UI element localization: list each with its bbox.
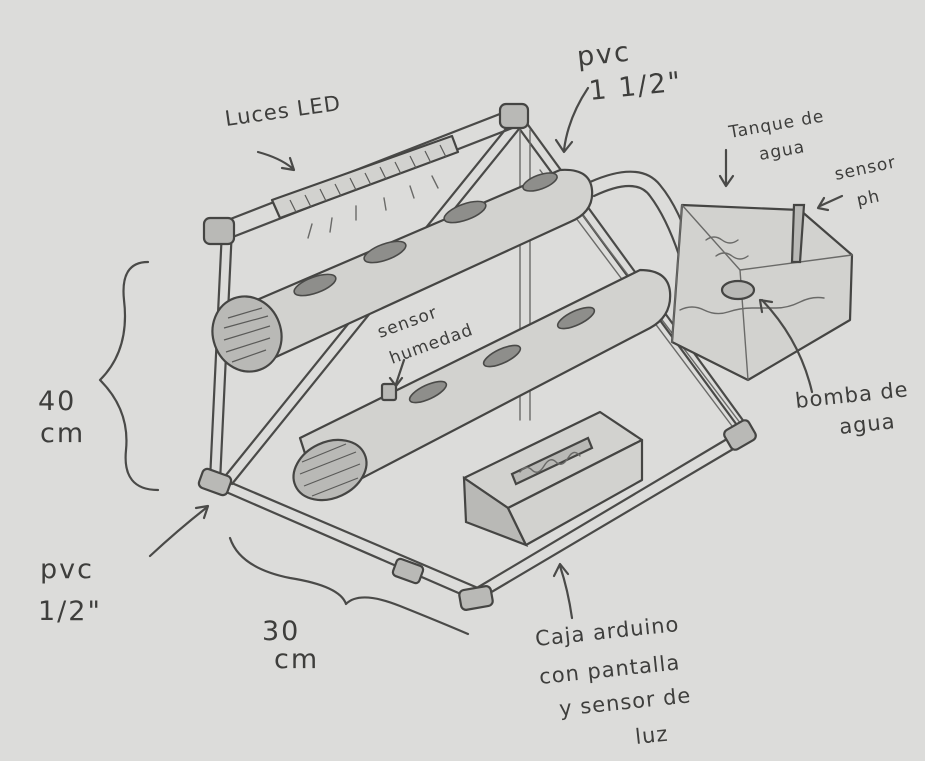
label-caja-line1: Caja arduino <box>534 612 680 651</box>
label-sensor-ph-2: ph <box>855 186 882 210</box>
led-strip <box>272 136 458 218</box>
label-pvc-top: pvc <box>575 36 632 72</box>
label-caja-line3: y sensor de <box>558 683 692 721</box>
label-width-unit: cm <box>274 644 319 675</box>
corner-joint-right <box>722 418 757 451</box>
label-caja-line2: con pantalla <box>538 650 681 689</box>
arduino-box <box>464 412 642 545</box>
label-sensor-ph: sensor <box>833 152 898 185</box>
label-pvc-bottom-size: 1/2" <box>38 596 102 627</box>
label-caja-line4: luz <box>634 722 669 749</box>
corner-joint-bottom <box>459 585 494 610</box>
label-bomba: bomba de <box>794 377 910 413</box>
mid-joint <box>392 558 424 584</box>
label-pvc-bottom: pvc <box>40 554 94 585</box>
water-tank <box>672 205 852 380</box>
water-pump <box>722 281 754 299</box>
humidity-sensor <box>382 384 396 400</box>
label-pvc-top-size: 1 1/2" <box>587 66 683 107</box>
label-tanque: Tanque de <box>726 106 825 143</box>
top-right-joint <box>500 104 528 128</box>
label-height-unit: cm <box>40 418 85 449</box>
label-tanque-agua: agua <box>757 137 806 165</box>
label-height-value: 40 <box>38 386 76 417</box>
height-brace <box>100 262 158 490</box>
top-left-joint <box>204 218 234 244</box>
label-bomba-agua: agua <box>838 409 897 439</box>
label-luces-led: Luces LED <box>223 91 342 131</box>
label-width-value: 30 <box>262 616 300 647</box>
